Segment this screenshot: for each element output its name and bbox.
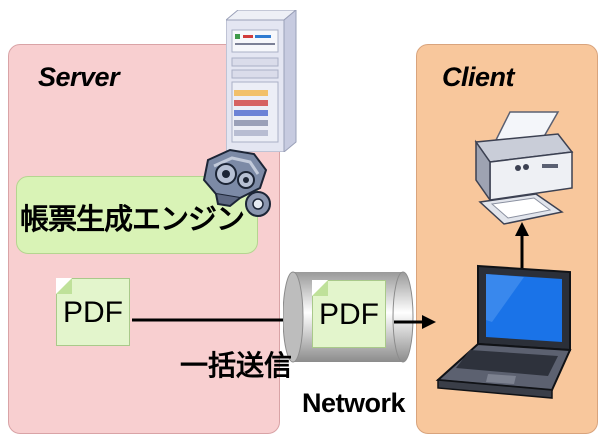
printer-icon (474, 111, 574, 225)
pdf-label-local: PDF (63, 296, 123, 329)
batch-send-label: 一括送信 (180, 350, 293, 381)
pdf-document-sent: PDF (312, 280, 386, 348)
server-title: Server (38, 62, 120, 92)
print-arrow-icon (515, 222, 529, 268)
report-engine-label: 帳票生成エンジン (20, 204, 245, 236)
pdf-label-sent: PDF (319, 298, 379, 331)
document-fold-icon (312, 280, 328, 296)
document-fold-icon (56, 278, 72, 294)
send-arrow-icon (132, 313, 302, 327)
server-tower-icon (226, 10, 297, 152)
client-title: Client (442, 62, 515, 92)
network-label: Network (302, 388, 406, 418)
pdf-document-local: PDF (56, 278, 130, 346)
laptop-icon (435, 264, 572, 399)
engine-gears-icon (202, 148, 271, 217)
receive-arrow-icon (394, 315, 436, 329)
